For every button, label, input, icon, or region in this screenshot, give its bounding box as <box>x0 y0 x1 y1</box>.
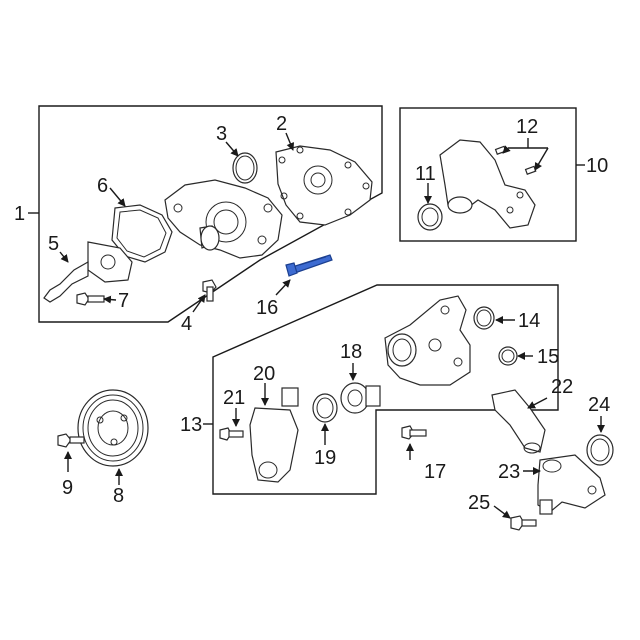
bolt-17-part[interactable] <box>401 425 427 440</box>
callout-3: 3 <box>216 123 227 145</box>
group-box-thermostat-housing <box>212 284 559 495</box>
callout-1: 1 <box>14 203 25 225</box>
hose-22-part[interactable] <box>491 389 546 454</box>
group-box-water-pump <box>38 105 383 323</box>
callout-21: 21 <box>223 387 245 409</box>
callout-19: 19 <box>314 447 336 469</box>
callout-18: 18 <box>340 341 362 363</box>
callout-22: 22 <box>551 376 573 398</box>
callout-labels: 1 2 3 4 5 6 7 8 9 10 11 12 13 14 15 16 1… <box>14 113 610 514</box>
callout-24: 24 <box>588 394 610 416</box>
o-ring-11-part[interactable] <box>417 203 443 231</box>
leader-lines <box>28 132 605 519</box>
callout-20: 20 <box>253 363 275 385</box>
o-ring-24-part[interactable] <box>586 434 614 466</box>
callout-17: 17 <box>424 461 446 483</box>
pump-cover-part[interactable] <box>275 145 373 226</box>
bolt-4-part[interactable] <box>202 279 217 302</box>
seal-19-part[interactable] <box>312 393 338 423</box>
callout-9: 9 <box>62 477 73 499</box>
housing-20-part[interactable] <box>249 387 299 483</box>
inlet-pipe-5-part[interactable] <box>43 241 133 303</box>
coolant-outlet-part[interactable] <box>439 139 536 229</box>
callout-7: 7 <box>118 290 129 312</box>
callout-10: 10 <box>586 155 608 177</box>
callout-12: 12 <box>516 116 538 138</box>
o-ring-15-part[interactable] <box>498 346 518 366</box>
callout-4: 4 <box>181 313 192 335</box>
thermostat-18-part[interactable] <box>340 382 381 414</box>
callout-23: 23 <box>498 461 520 483</box>
bolt-21-part[interactable] <box>219 427 244 441</box>
callout-11: 11 <box>415 163 436 185</box>
callout-5: 5 <box>48 233 59 255</box>
thermostat-housing-part[interactable] <box>384 295 471 386</box>
pulley-8-part[interactable] <box>77 389 149 467</box>
callout-14: 14 <box>518 310 540 332</box>
outlet-23-part[interactable] <box>537 454 606 515</box>
water-pump-assembly <box>164 179 283 259</box>
callout-6: 6 <box>97 175 108 197</box>
pins-12-part[interactable] <box>494 145 537 175</box>
callout-25: 25 <box>468 492 490 514</box>
bolt-9-part[interactable] <box>57 433 85 448</box>
bolt-16-highlighted-part[interactable] <box>285 254 333 277</box>
o-ring-14-part[interactable] <box>473 306 495 330</box>
bolt-7-part[interactable] <box>76 292 105 306</box>
callout-2: 2 <box>276 113 287 135</box>
gasket-6-part[interactable] <box>111 204 173 263</box>
o-ring-3-part[interactable] <box>232 152 258 184</box>
callout-15: 15 <box>537 346 559 368</box>
callout-13: 13 <box>180 414 202 436</box>
callout-8: 8 <box>113 485 124 507</box>
group-box-outlet <box>399 107 577 242</box>
callout-16: 16 <box>256 297 278 319</box>
bolt-25-part[interactable] <box>510 515 537 531</box>
